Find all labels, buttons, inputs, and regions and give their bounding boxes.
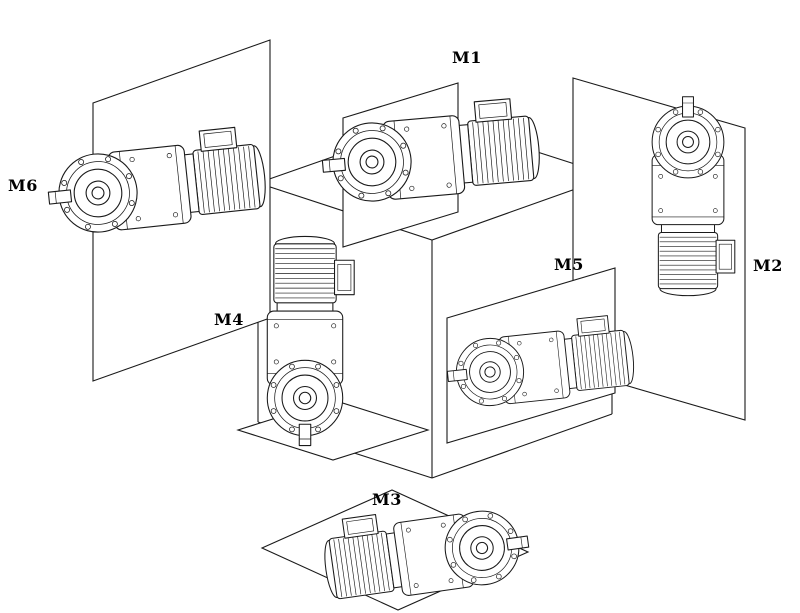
label-m3: M3 (372, 490, 402, 509)
label-m2: M2 (753, 256, 783, 275)
label-m4: M4 (214, 310, 244, 329)
label-m6: M6 (8, 176, 38, 195)
label-m5: M5 (554, 255, 584, 274)
label-m1: M1 (452, 48, 482, 67)
